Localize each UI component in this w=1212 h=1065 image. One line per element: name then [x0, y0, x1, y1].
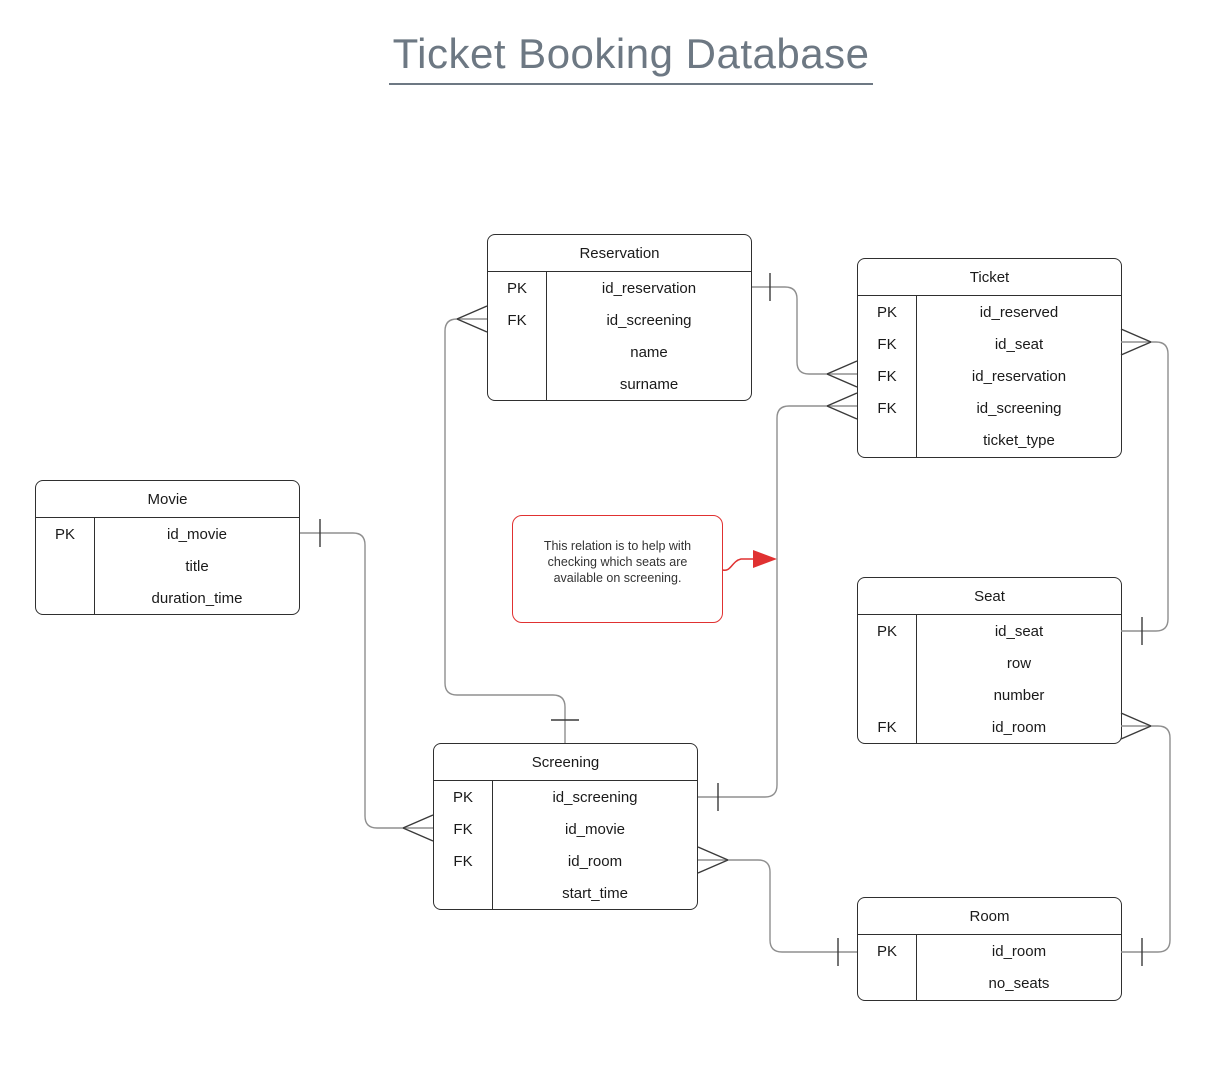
entity-screening[interactable]: Screening PK id_screening FK id_movie FK… — [433, 743, 698, 910]
entity-title: Ticket — [858, 259, 1121, 296]
attribute-label: number — [993, 686, 1045, 704]
table-row: start_time — [434, 877, 697, 909]
page-title-container: Ticket Booking Database — [0, 30, 1212, 85]
entity-body: PK id_screening FK id_movie FK id_room s… — [434, 781, 697, 909]
key-label: FK — [858, 711, 917, 743]
key-label — [434, 877, 493, 909]
table-row: row — [858, 647, 1121, 679]
attribute-label: no_seats — [988, 975, 1050, 993]
table-row: ticket_type — [858, 424, 1121, 458]
attribute-label: id_reserved — [979, 303, 1059, 321]
key-label: FK — [858, 392, 917, 425]
entity-body: PK id_reserved FK id_seat FK id_reservat… — [858, 296, 1121, 458]
entity-title: Room — [858, 898, 1121, 935]
entity-body: PK id_room no_seats — [858, 935, 1121, 1000]
entity-title: Reservation — [488, 235, 751, 272]
attribute-label: row — [1006, 654, 1032, 672]
table-row: PK id_room — [858, 935, 1121, 968]
table-row: no_seats — [858, 967, 1121, 1000]
key-label — [858, 967, 917, 1000]
attribute-label: duration_time — [151, 589, 243, 607]
attribute-label: id_movie — [166, 525, 228, 543]
attribute-label: id_room — [991, 942, 1047, 960]
key-label — [858, 647, 917, 679]
attribute-label: ticket_type — [983, 432, 1055, 450]
table-row: PK id_movie — [36, 518, 299, 550]
edge-reservation-ticket — [752, 273, 858, 388]
key-label — [36, 582, 95, 614]
table-row: FK id_reservation — [858, 360, 1121, 393]
key-label — [858, 679, 917, 711]
table-row: number — [858, 679, 1121, 711]
entity-reservation[interactable]: Reservation PK id_reservation FK id_scre… — [487, 234, 752, 401]
table-row: PK id_reservation — [488, 272, 751, 304]
edge-seat-room — [1120, 712, 1171, 966]
table-row: FK id_room — [858, 711, 1121, 743]
attribute-label: id_room — [567, 852, 623, 870]
table-row: FK id_screening — [858, 392, 1121, 425]
entity-title: Movie — [36, 481, 299, 518]
entity-body: PK id_seat row number FK id_room — [858, 615, 1121, 743]
attribute-label: id_seat — [994, 335, 1044, 353]
key-label: PK — [36, 518, 95, 550]
attribute-label: id_screening — [606, 311, 692, 329]
entity-body: PK id_reservation FK id_screening name s… — [488, 272, 751, 400]
attribute-label: id_movie — [564, 820, 626, 838]
table-row: FK id_movie — [434, 813, 697, 845]
key-label: PK — [488, 272, 547, 304]
attribute-label: id_room — [991, 718, 1047, 736]
key-label — [488, 336, 547, 368]
table-row: name — [488, 336, 751, 368]
entity-title: Screening — [434, 744, 697, 781]
key-label: PK — [858, 296, 917, 329]
attribute-label: name — [630, 343, 668, 361]
key-label: FK — [434, 845, 493, 877]
table-row: PK id_reserved — [858, 296, 1121, 329]
annotation-note[interactable]: This relation is to help with checking w… — [512, 515, 723, 623]
attribute-label: start_time — [562, 884, 628, 902]
table-row: FK id_room — [434, 845, 697, 877]
entity-body: PK id_movie title duration_time — [36, 518, 299, 614]
attribute-label: id_seat — [994, 622, 1044, 640]
arrowhead-icon — [753, 550, 777, 568]
edge-movie-screening — [300, 519, 434, 842]
table-row: PK id_screening — [434, 781, 697, 813]
key-label: PK — [858, 935, 917, 968]
key-label — [858, 424, 917, 458]
key-label: FK — [434, 813, 493, 845]
key-label: PK — [434, 781, 493, 813]
edge-screening-room — [697, 846, 857, 966]
attribute-label: id_reservation — [971, 368, 1067, 385]
edge-ticket-seat — [1120, 328, 1169, 645]
key-label: FK — [858, 360, 917, 393]
entity-room[interactable]: Room PK id_room no_seats — [857, 897, 1122, 1001]
key-label: FK — [488, 304, 547, 336]
annotation-note-text: This relation is to help with checking w… — [543, 539, 692, 585]
table-row: surname — [488, 368, 751, 400]
table-row: PK id_seat — [858, 615, 1121, 647]
key-label — [36, 550, 95, 582]
attribute-label: id_screening — [552, 788, 638, 806]
note-arrow — [722, 550, 777, 571]
key-label — [488, 368, 547, 400]
table-row: FK id_screening — [488, 304, 751, 336]
page-title: Ticket Booking Database — [388, 30, 874, 85]
entity-title: Seat — [858, 578, 1121, 615]
entity-seat[interactable]: Seat PK id_seat row number FK id_room — [857, 577, 1122, 744]
attribute-label: id_reservation — [601, 279, 697, 297]
entity-ticket[interactable]: Ticket PK id_reserved FK id_seat FK id_r… — [857, 258, 1122, 458]
table-row: duration_time — [36, 582, 299, 614]
entity-movie[interactable]: Movie PK id_movie title duration_time — [35, 480, 300, 615]
table-row: title — [36, 550, 299, 582]
attribute-label: title — [185, 557, 209, 575]
attribute-label: id_screening — [976, 400, 1062, 418]
key-label: PK — [858, 615, 917, 647]
attribute-label: surname — [619, 375, 679, 393]
table-row: FK id_seat — [858, 328, 1121, 361]
key-label: FK — [858, 328, 917, 361]
